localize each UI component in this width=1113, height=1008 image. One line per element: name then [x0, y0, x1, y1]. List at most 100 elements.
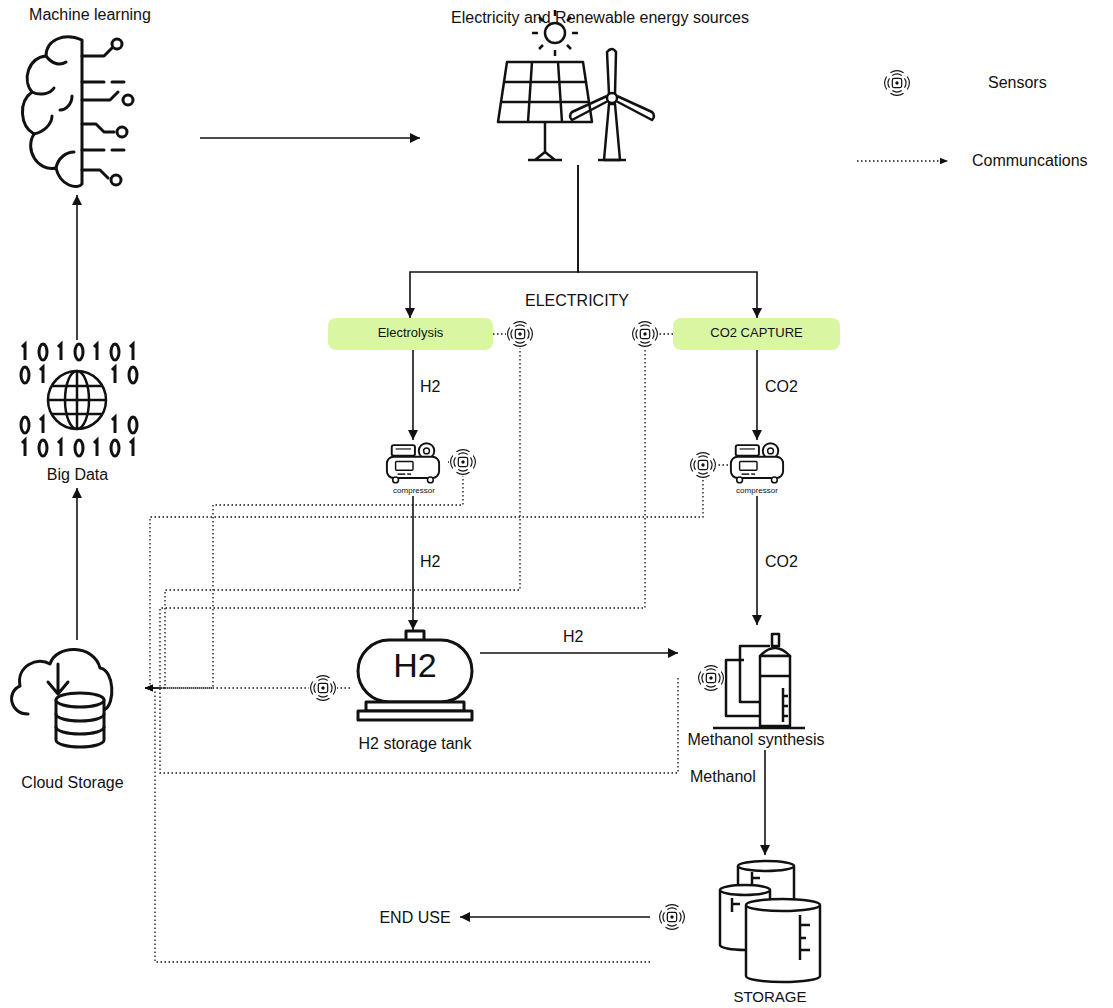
cloud-storage-icon [56, 714, 104, 734]
brain-circuit-icon [117, 127, 127, 137]
binary-digits [130, 344, 133, 360]
icon-node: Cloud Storage [10, 640, 145, 792]
flow-label: H2 [563, 628, 583, 646]
compressor-icon [387, 443, 439, 483]
binary-digits [22, 344, 25, 360]
solar-wind-icon [616, 96, 654, 120]
methanol-storage-icon [720, 861, 820, 982]
brain-circuit-icon [112, 39, 122, 49]
compressor-node: compressor [728, 440, 790, 496]
brain-circuit-icon [82, 48, 112, 56]
methanol-storage-icon [738, 861, 794, 871]
flow-arrow [764, 750, 766, 855]
methanol-storage-icon [720, 885, 770, 895]
solar-wind-icon [498, 10, 654, 160]
cloud-storage-icon [12, 649, 112, 714]
binary-digits [112, 367, 115, 383]
node-label: Electrolysis [328, 326, 493, 341]
cloud-storage-icon [12, 649, 112, 747]
brain-circuit-icon [22, 37, 133, 187]
binary-digits [58, 440, 61, 456]
node-label: Machine learning [15, 6, 165, 24]
cloud-storage-icon [48, 664, 68, 694]
flow-arrow [756, 350, 758, 440]
binary-digits [94, 344, 97, 360]
binary-digits [75, 440, 83, 456]
communication-line [145, 688, 650, 962]
sensor-icon [689, 451, 717, 479]
process-box: Electrolysis [328, 318, 493, 350]
brain-circuit-icon [82, 124, 114, 132]
node-label: Electricity and Renewable energy sources [420, 9, 780, 27]
brain-circuit-icon [32, 56, 74, 168]
node-label: Methanol synthesis [678, 731, 834, 749]
brain-circuit-icon [111, 175, 121, 185]
methanol-storage-icon [746, 905, 820, 982]
solar-wind-icon [607, 49, 616, 94]
methanol-reactor-icon [760, 676, 790, 722]
methanol-reactor-icon [726, 660, 760, 716]
binary-digits [94, 440, 97, 456]
node-label: END USE [370, 909, 460, 927]
binary-digits [40, 417, 43, 433]
compressor-icon [731, 443, 783, 483]
hydrogen-tank-icon [358, 711, 472, 720]
cloud-storage-icon [56, 693, 104, 707]
methanol-storage-icon [800, 915, 810, 960]
icon-node: Electricity and Renewable energy sources [420, 5, 780, 165]
solar-wind-icon [598, 159, 626, 162]
solar-wind-icon [604, 104, 620, 160]
binary-digits [21, 367, 29, 383]
sensor-icon [697, 664, 725, 692]
node-label: H2 storage tank [350, 735, 480, 753]
node-label: STORAGE [710, 988, 830, 1005]
flow-arrow [412, 496, 414, 630]
binary-digits [129, 417, 137, 433]
solar-wind-icon [498, 62, 592, 122]
binary-digits [129, 367, 137, 383]
sensor-icon [309, 674, 337, 702]
brain-circuit-icon [82, 92, 118, 100]
binary-digits [39, 344, 47, 360]
legend-communication-line [857, 160, 948, 161]
binary-digits [22, 440, 25, 456]
node-label: compressor [380, 486, 448, 495]
brain-circuit-icon [82, 149, 104, 152]
process-box: CO2 CAPTURE [673, 318, 840, 350]
methanol-reactor-icon [760, 656, 790, 726]
flow-label: CO2 [765, 553, 798, 571]
binary-digits [111, 344, 119, 360]
sensor-icon [883, 69, 911, 97]
node-label: H2 [350, 646, 480, 685]
flow-arrow [480, 652, 678, 654]
flow-label: Methanol [690, 768, 756, 786]
big-data-icon [48, 371, 106, 429]
compressor-icon [387, 443, 783, 483]
tank-node: H2 H2 storage tank [350, 630, 480, 755]
brain-circuit-icon [82, 170, 108, 178]
binary-digits [39, 440, 47, 456]
flow-arrow [460, 916, 650, 918]
big-data-icon [48, 371, 106, 429]
icon-node: STORAGE [650, 855, 830, 1005]
binary-digits [111, 440, 119, 456]
solar-wind-icon [570, 96, 608, 120]
flow-label: H2 [420, 553, 440, 571]
binary-digits [112, 417, 115, 433]
methanol-storage-icon [746, 899, 820, 911]
node-label: Big Data [15, 466, 140, 484]
legend-text: Sensors [988, 74, 1047, 92]
end-use-node: END USE [370, 905, 460, 931]
binary-digits [21, 417, 29, 433]
brain-circuit-icon [112, 81, 124, 84]
methanol-storage-icon [732, 898, 740, 912]
node-label: Cloud Storage [10, 774, 135, 792]
flow-arrow [76, 195, 78, 340]
brain-circuit-icon [82, 81, 104, 84]
communication-line [145, 334, 520, 688]
icon-node: Methanol synthesis [678, 625, 834, 750]
icon-node: Machine learning [15, 4, 200, 195]
compressor-node: compressor [380, 440, 448, 496]
